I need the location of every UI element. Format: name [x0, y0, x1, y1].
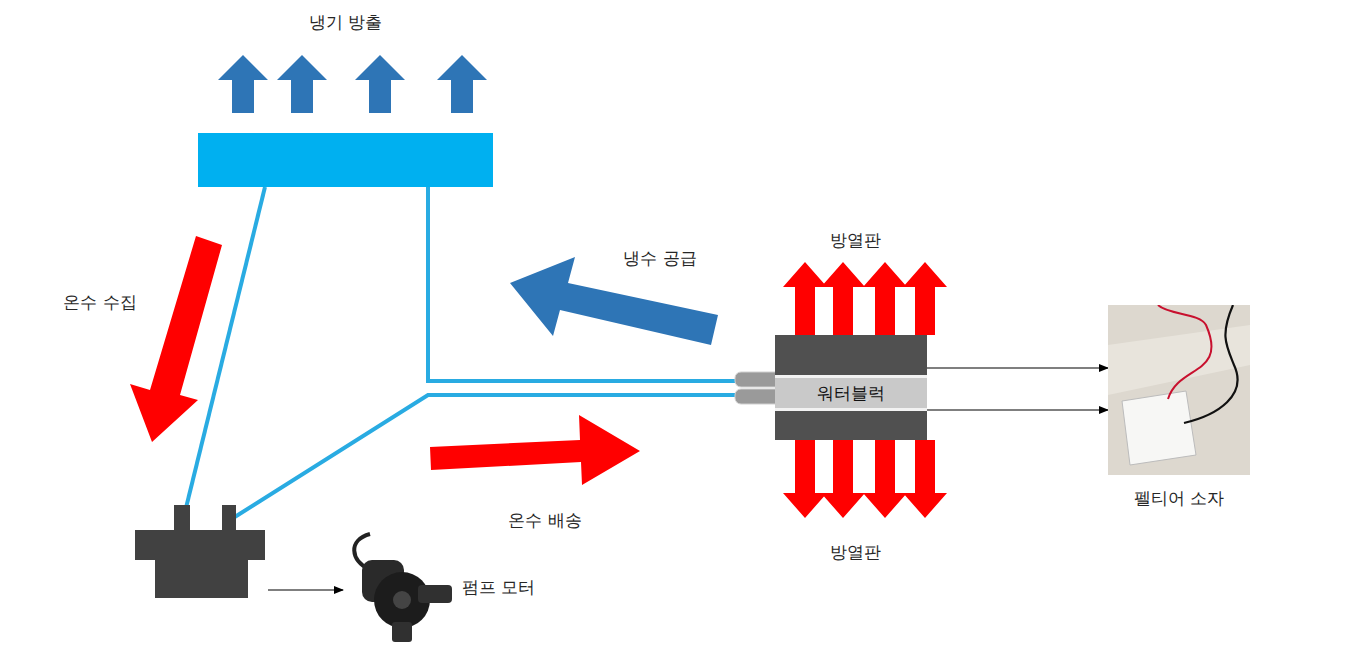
node-text: 펌프 모터 — [462, 576, 535, 599]
black-wire — [1184, 305, 1238, 423]
hot-water-send-arrow — [430, 415, 640, 485]
pump-block — [135, 505, 265, 598]
peltier-plate — [1122, 391, 1196, 465]
node-text: 펠티어 소자 — [1108, 487, 1250, 510]
arrow-connector — [927, 409, 1108, 410]
node-text: 워터블럭 — [775, 378, 927, 408]
cold-air-bar: 냉기 방출 — [198, 133, 493, 187]
pump-detail — [393, 591, 411, 609]
photo-background — [1108, 305, 1250, 475]
table-shade — [1108, 325, 1250, 395]
annotation-label: 방열판 — [830, 229, 881, 252]
pipe-connector — [428, 187, 775, 381]
hot-water-collect-arrow — [130, 236, 222, 442]
annotation-label: 온수 배송 — [508, 509, 581, 532]
pipes — [183, 187, 740, 520]
node-text: 냉기 방출 — [198, 11, 493, 34]
annotation-label: 온수 수집 — [63, 291, 136, 314]
peltier-photo — [1108, 305, 1250, 475]
cold-air-arrows — [218, 55, 487, 113]
pump-inlet — [392, 622, 412, 642]
annotation-label: 방열판 — [830, 541, 881, 564]
pump-outlet — [418, 585, 452, 603]
annotation-label: 냉수 공급 — [623, 247, 696, 270]
peltier-element: 펠티어 소자 — [1108, 305, 1250, 515]
red-wire — [1158, 305, 1212, 399]
pump-motor: 펌프 모터 — [340, 530, 545, 645]
water-block: 워터블럭 — [775, 335, 927, 440]
pointer-line — [268, 589, 343, 590]
arrow-connector — [927, 367, 1108, 368]
pump-photo — [340, 530, 455, 642]
cold-water-supply-arrow — [510, 257, 718, 345]
